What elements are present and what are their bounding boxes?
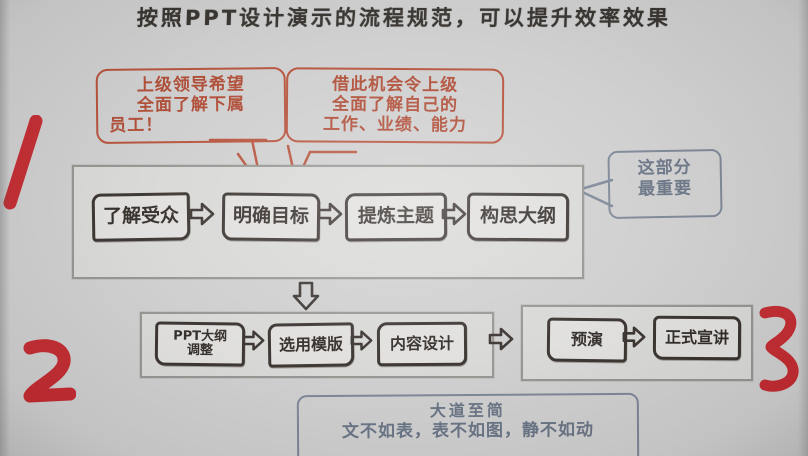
- blue-annotation-simplicity-principle: 大道至简 文不如表，表不如图，静不如动: [296, 392, 640, 456]
- annotation-line: 上级领导希望: [136, 74, 245, 96]
- arrow-right-icon: [488, 326, 514, 352]
- arrow-down-icon: [291, 281, 321, 311]
- arrow-right-icon: [622, 325, 646, 349]
- annotation-line: 借此机会令上级: [332, 74, 459, 96]
- annotation-line: 全面了解下属: [136, 94, 246, 116]
- arrow-right-icon: [441, 201, 467, 227]
- flow-node-content-design[interactable]: 内容设计: [376, 321, 468, 367]
- arrow-right-icon: [189, 201, 215, 227]
- left-edge-shadow: [0, 0, 10, 456]
- arrow-right-icon: [350, 329, 373, 352]
- flow-node-select-template[interactable]: 选用模版: [267, 322, 355, 368]
- flow-node-clarify-goal[interactable]: 明确目标: [221, 192, 321, 242]
- flow-node-formal-presentation[interactable]: 正式宣讲: [652, 315, 742, 361]
- red-annotation-superior-expectation: 上级领导希望 全面了解下属 员工！: [95, 67, 287, 145]
- flow-node-conceive-outline[interactable]: 构思大纲: [466, 192, 570, 242]
- arrow-right-icon: [317, 201, 343, 227]
- flow-node-outline-adjust[interactable]: PPT大纲 调整: [154, 321, 246, 367]
- flow-node-rehearse[interactable]: 预演: [546, 317, 628, 363]
- marker-number-3: [757, 305, 801, 393]
- marker-number-2: [22, 336, 76, 408]
- flow-node-refine-theme[interactable]: 提炼主题: [344, 192, 448, 242]
- annotation-line: 员工！: [109, 115, 164, 136]
- flow-node-understand-audience[interactable]: 了解受众: [91, 192, 191, 242]
- marker-number-1: [2, 115, 46, 211]
- annotation-line: 这部分: [637, 157, 692, 179]
- red-annotation-self-showcase: 借此机会令上级 全面了解自己的 工作、业绩、能力: [285, 67, 505, 144]
- blue-annotation-most-important: 这部分 最重要: [607, 149, 723, 219]
- annotation-line: 全面了解自己的: [331, 94, 459, 116]
- annotation-line: 大道至简: [429, 400, 506, 421]
- page-title: 按照PPT设计演示的流程规范，可以提升效率效果: [136, 6, 672, 30]
- annotation-line: 最重要: [637, 178, 693, 200]
- arrow-right-icon: [242, 329, 265, 352]
- annotation-line: 工作、业绩、能力: [322, 114, 467, 136]
- annotation-line: 文不如表，表不如图，静不如动: [341, 420, 595, 442]
- node-label-line: 调整: [186, 342, 214, 359]
